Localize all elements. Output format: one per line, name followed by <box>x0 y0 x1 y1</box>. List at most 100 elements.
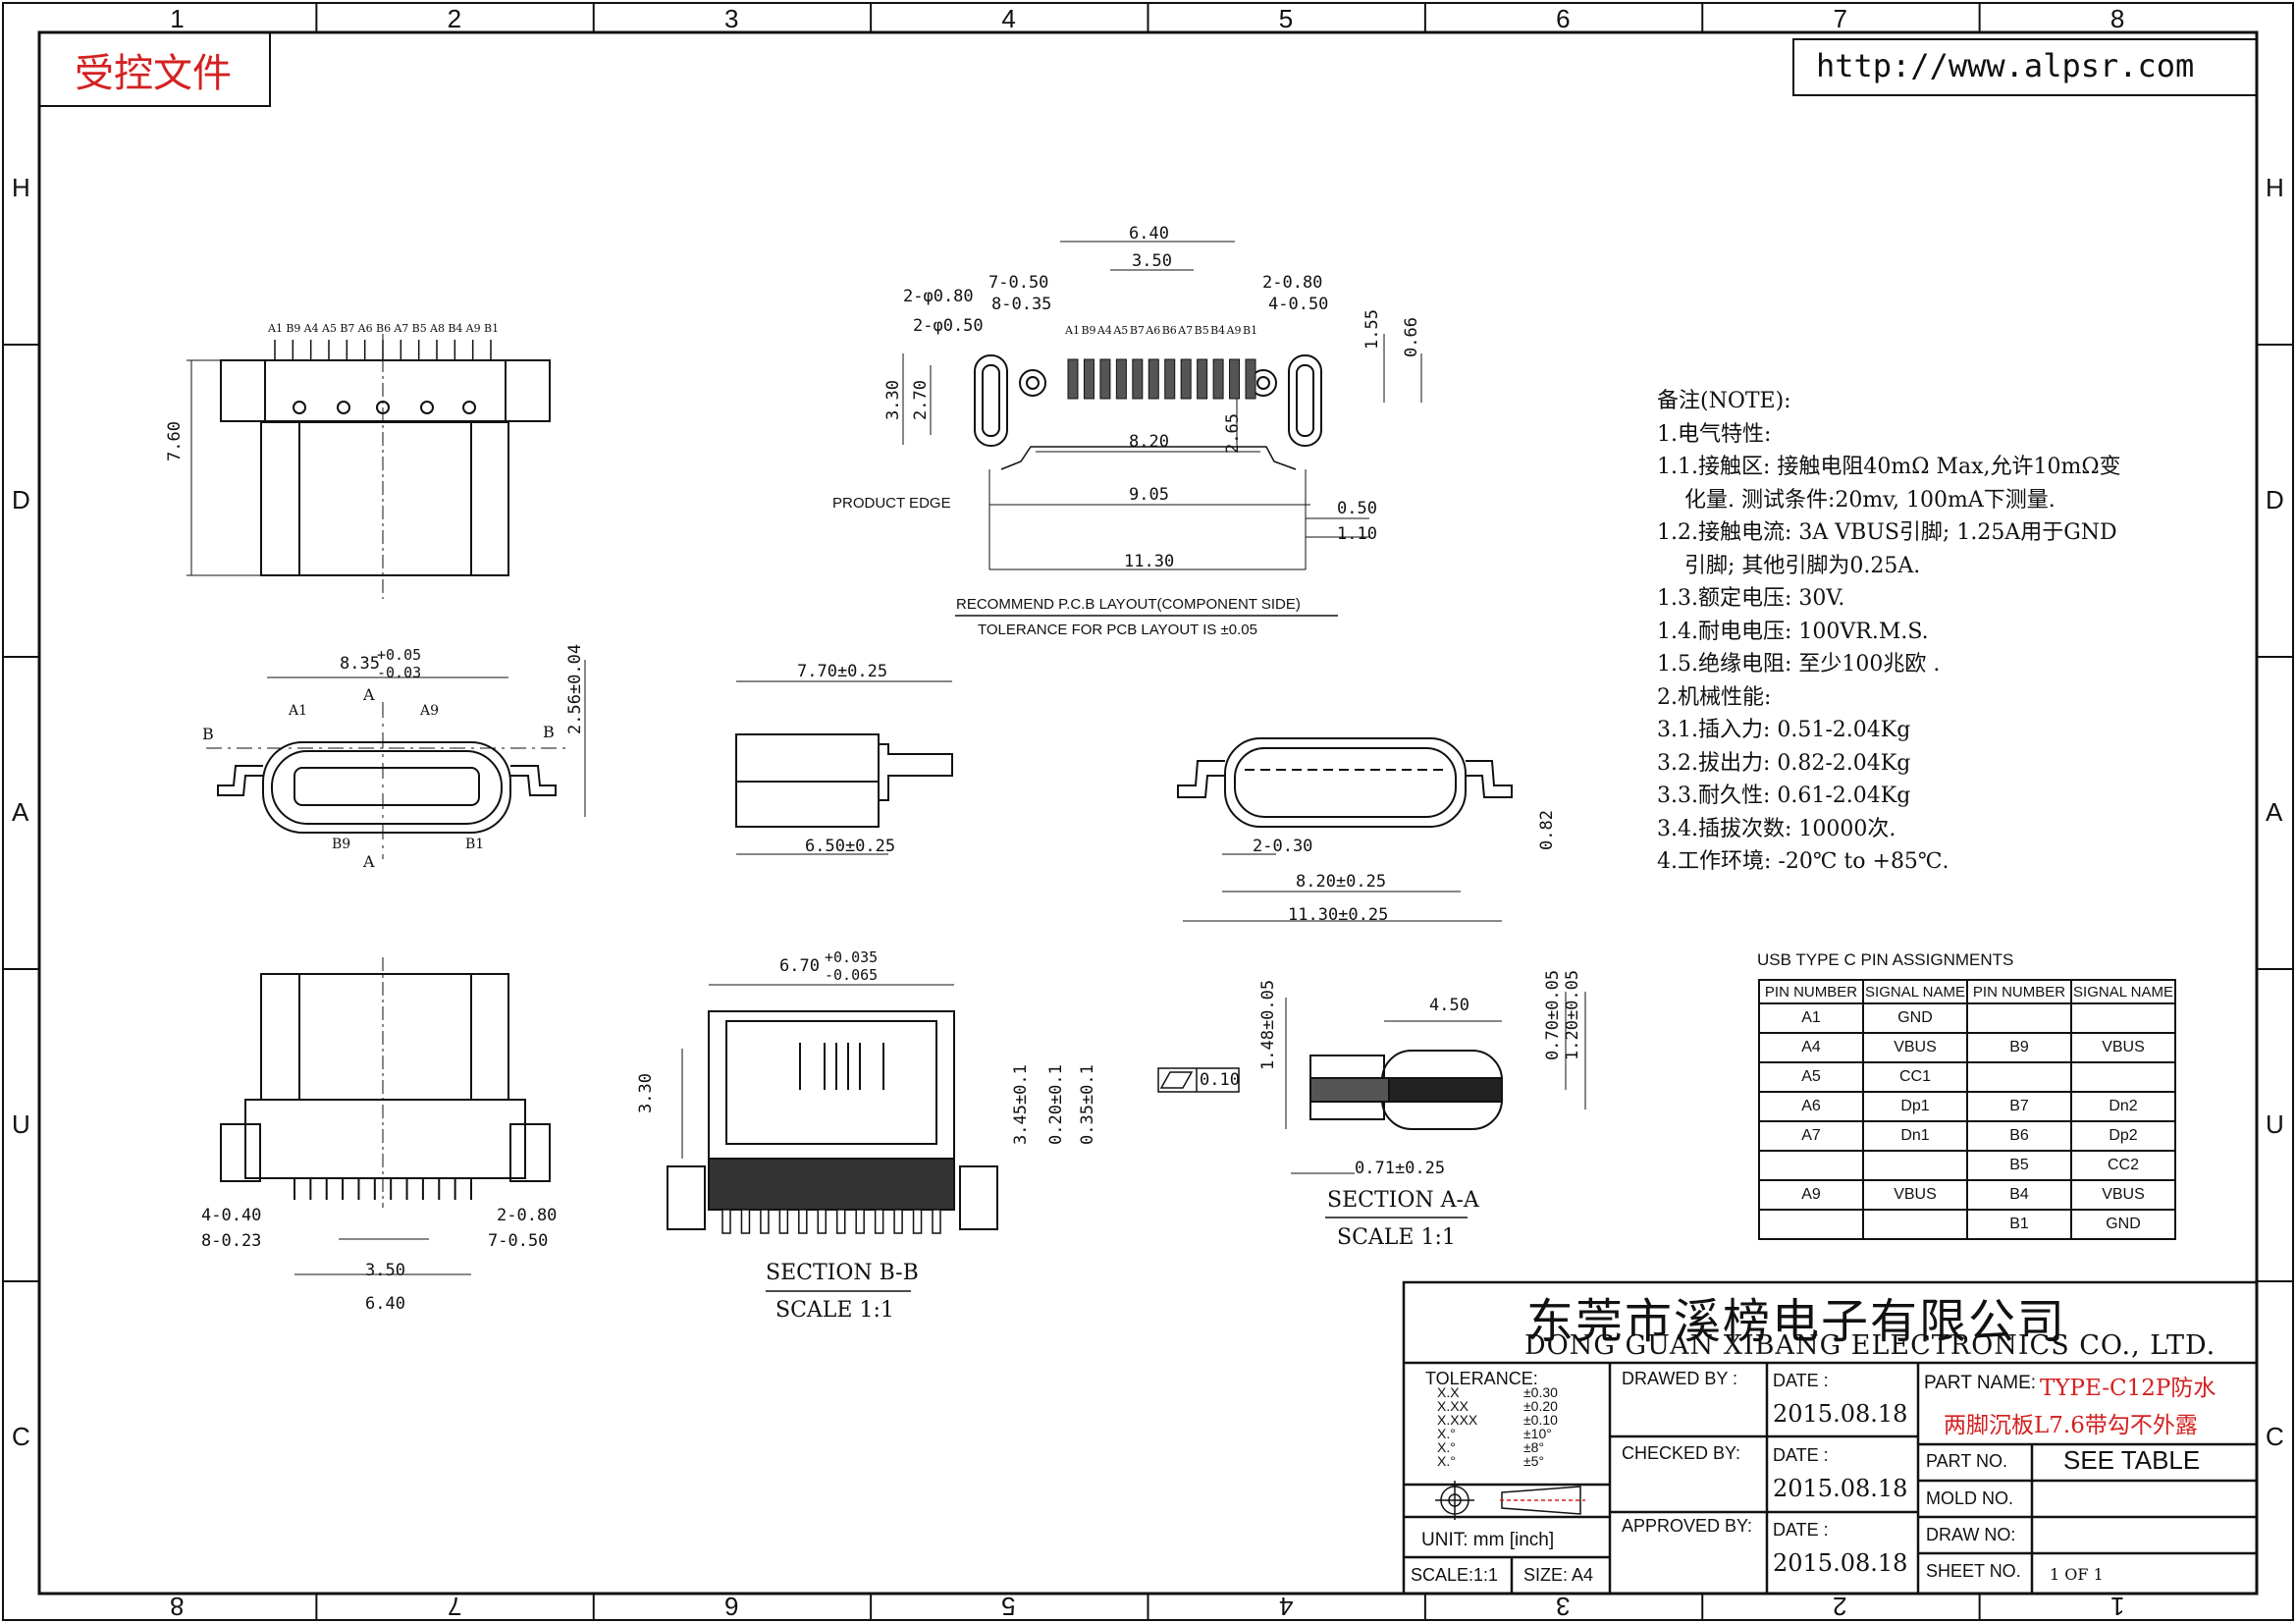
pin-table-cell: A7 <box>1758 1120 1864 1152</box>
zone-label-left: C <box>12 1422 30 1451</box>
pcb-pad <box>1132 358 1144 400</box>
label-a9: A9 <box>420 703 440 719</box>
front-pin-label: A1 <box>268 322 283 335</box>
title-block-frame <box>1402 1280 2259 1596</box>
dim-end-2-0-30: 2-0.30 <box>1253 837 1313 856</box>
dim-pcb-3-30: 3.30 <box>883 380 903 420</box>
pcb-layout-view <box>902 241 1422 570</box>
dim-pcb-2-65: 2.65 <box>1223 413 1243 454</box>
pcb-pad <box>1229 358 1241 400</box>
zone-label-bottom: 7 <box>447 1592 462 1621</box>
tolerance-label: TOLERANCE: <box>1425 1369 1538 1388</box>
dim-bb-3-30: 3.30 <box>636 1073 656 1113</box>
tolerance-value: ±5° <box>1523 1453 1545 1469</box>
pin-table-cell: B5 <box>1966 1150 2072 1181</box>
pin-table-cell <box>1862 1150 1968 1181</box>
dim-front-tol-plus: +0.05 <box>377 646 422 664</box>
front-view <box>206 660 586 859</box>
note-line: 3.3.耐久性: 0.61-2.04Kg <box>1657 784 1911 808</box>
pcb-pin-label: A4 <box>1096 324 1112 337</box>
section-bb-pin <box>721 1209 731 1234</box>
dim-front-tol-minus: -0.03 <box>377 664 422 681</box>
tolerance-key: X.° <box>1437 1439 1456 1455</box>
size-label: SIZE: A4 <box>1523 1565 1594 1585</box>
front-pin-label: A9 <box>465 322 481 335</box>
pcb-pin-label: A9 <box>1226 324 1242 337</box>
note-line: 1.4.耐电电压: 100VR.M.S. <box>1657 619 1929 644</box>
pin-table-cell <box>1758 1150 1864 1181</box>
dim-pcb-7-0-50: 7-0.50 <box>988 273 1049 293</box>
pcb-pad <box>1083 358 1095 400</box>
section-bb-pin <box>798 1209 808 1234</box>
pcb-pin-label: B7 <box>1129 324 1145 337</box>
front-pin-label: A8 <box>430 322 445 335</box>
pcb-pin-label: A7 <box>1178 324 1194 337</box>
pin-assignments-table: PIN NUMBER SIGNAL NAME PIN NUMBER SIGNAL… <box>1758 979 2176 1240</box>
note-line: 1.2.接触电流: 3A VBUS引脚; 1.25A用于GND <box>1657 520 2117 545</box>
section-aa-title: SECTION A-A <box>1327 1188 1479 1213</box>
dim-pcb-6-40: 6.40 <box>1129 224 1169 243</box>
section-bb-pin <box>912 1209 923 1234</box>
zone-label-bottom: 4 <box>1278 1592 1294 1621</box>
pin-table-cell <box>1862 1209 1968 1240</box>
zone-label-bottom: 1 <box>2109 1592 2125 1621</box>
note-line: 1.1.接触区: 接触电阻40mΩ Max,允许10mΩ变 <box>1657 455 2121 479</box>
tolerance-value: ±10° <box>1523 1426 1552 1441</box>
pcb-caption-recommend: RECOMMEND P.C.B LAYOUT(COMPONENT SIDE) <box>956 596 1301 613</box>
zone-label-right: C <box>2266 1422 2284 1451</box>
dim-side-bottom: 6.50±0.25 <box>805 837 896 856</box>
section-bb-pin <box>932 1209 941 1234</box>
section-aa-scale: SCALE 1:1 <box>1337 1225 1456 1250</box>
dim-pcb-1-55: 1.55 <box>1362 309 1382 350</box>
pin-table-cell: B7 <box>1966 1091 2072 1122</box>
part-no-value: SEE TABLE <box>2063 1445 2201 1475</box>
pcb-pad <box>1148 358 1159 400</box>
mold-no-label: MOLD NO. <box>1926 1488 2014 1508</box>
zone-label-bottom: 8 <box>170 1592 185 1621</box>
pin-table-cell: Dp1 <box>1862 1091 1968 1122</box>
tolerance-key: X.XX <box>1437 1398 1468 1414</box>
dim-pcb-2-70: 2.70 <box>911 380 931 420</box>
pin-table-cell <box>1758 1209 1864 1240</box>
date-label-approved: DATE : <box>1773 1520 1829 1540</box>
section-bb-view <box>667 984 998 1230</box>
note-line: 2.机械性能: <box>1657 684 1772 710</box>
pin-table-cell <box>2070 1061 2176 1093</box>
pin-table-header: PIN NUMBER <box>1758 979 1864 1004</box>
date-checked: 2015.08.18 <box>1773 1475 1908 1502</box>
pcb-pad <box>1245 358 1256 400</box>
pin-table-cell: Dn1 <box>1862 1120 1968 1152</box>
section-bb-pin <box>855 1209 865 1234</box>
pin-table-header: SIGNAL NAME <box>1862 979 1968 1004</box>
zone-label-bottom: 6 <box>723 1592 739 1621</box>
section-bb-title: SECTION B-B <box>766 1261 919 1285</box>
dim-pcb-0-50: 0.50 <box>1337 499 1377 518</box>
zone-label-bottom: 5 <box>1001 1592 1016 1621</box>
pcb-pin-label: B6 <box>1161 324 1177 337</box>
dim-pcb-8-20: 8.20 <box>1129 432 1169 452</box>
website-url[interactable]: http://www.alpsr.com <box>1816 47 2195 84</box>
dim-pcb-2-0-80: 2-0.80 <box>1262 273 1323 293</box>
pin-table-cell: A1 <box>1758 1002 1864 1034</box>
pin-table-cell: VBUS <box>1862 1032 1968 1063</box>
note-line: 备注(NOTE): <box>1657 389 1791 413</box>
dim-pcb-2-phi-0-80: 2-φ0.80 <box>903 287 974 306</box>
pcb-pad <box>1197 358 1208 400</box>
pcb-pin-label: B4 <box>1210 324 1226 337</box>
tolerance-value: ±0.30 <box>1523 1384 1558 1400</box>
front-pin-label: B7 <box>340 322 355 335</box>
pcb-pad <box>1099 358 1111 400</box>
note-line: 1.5.绝缘电阻: 至少100兆欧 . <box>1657 652 1941 676</box>
dim-aa-4-50: 4.50 <box>1429 996 1469 1015</box>
pcb-pin-label: A6 <box>1146 324 1161 337</box>
pcb-pin-label: B5 <box>1194 324 1209 337</box>
dim-bb-0-35: 0.35±0.1 <box>1078 1064 1097 1145</box>
drawed-by-label: DRAWED BY : <box>1622 1369 1738 1388</box>
dim-pcb-2-phi-0-50: 2-φ0.50 <box>913 316 984 336</box>
section-bb-pin <box>778 1209 789 1234</box>
note-line: 引脚; 其他引脚为0.25A. <box>1657 553 1921 578</box>
note-line: 1.3.额定电压: 30V. <box>1657 586 1845 611</box>
